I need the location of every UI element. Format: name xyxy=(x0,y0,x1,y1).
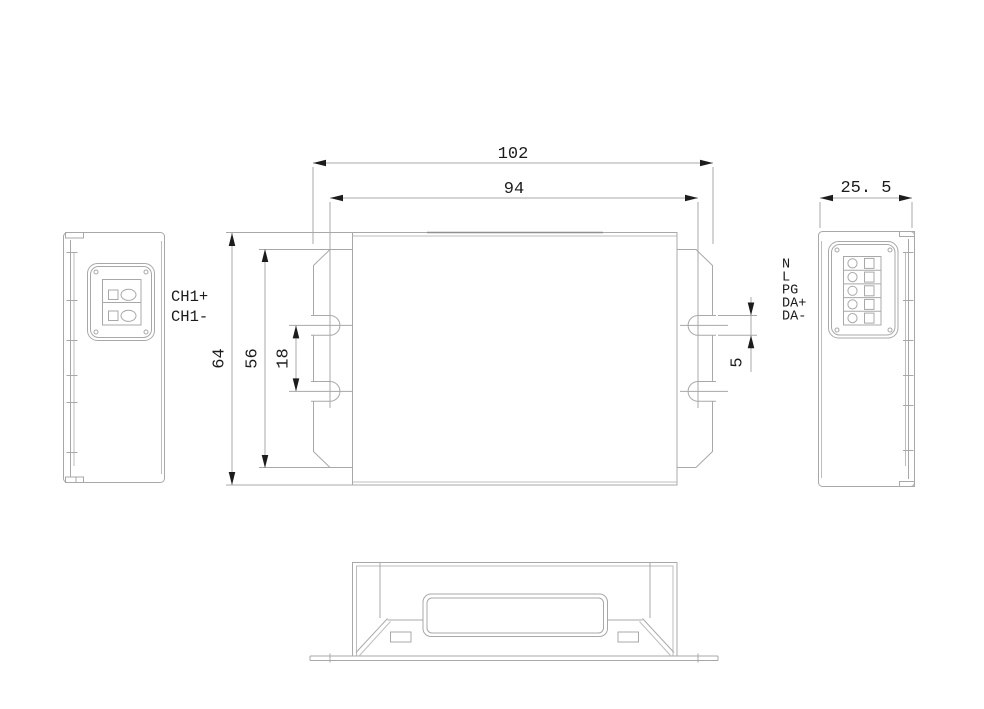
annotations: 102 94 64 56 18 5 25. 5 CH1+ CH1- N L PG… xyxy=(171,145,892,369)
terminal-hole xyxy=(847,299,858,310)
top-mount-tab xyxy=(65,232,84,239)
terminal-slot xyxy=(864,257,875,269)
top-view-body xyxy=(352,232,678,486)
terminal-hole xyxy=(847,313,858,324)
dim-overall-height: 64 xyxy=(211,348,230,368)
terminal-slot xyxy=(108,310,119,321)
dim-slot-width: 5 xyxy=(729,357,748,367)
bottom-mount-tab xyxy=(65,476,84,483)
mounting-flange xyxy=(309,653,719,663)
terminal-hole xyxy=(120,309,137,322)
case-seam xyxy=(66,240,78,477)
terminal-slot xyxy=(108,289,119,300)
right-side-view xyxy=(818,231,915,487)
dim-mounting-pitch: 94 xyxy=(504,180,524,199)
vent-cutout xyxy=(390,631,412,643)
dimension-lines xyxy=(226,162,913,486)
terminal-slot xyxy=(864,312,875,324)
left-end-plate xyxy=(313,249,353,468)
case-seam xyxy=(903,239,914,479)
dim-overall-length: 102 xyxy=(498,145,529,164)
terminal-hole xyxy=(847,285,858,296)
label-terminal-l: L xyxy=(782,271,790,286)
corner-chamfers xyxy=(355,618,675,656)
dim-end-plate-height: 56 xyxy=(244,348,263,368)
mounting-slots xyxy=(311,315,716,402)
label-terminal-n: N xyxy=(782,258,790,273)
dimension-arrowheads xyxy=(228,159,912,485)
right-end-plate xyxy=(677,249,713,468)
right-view-outline xyxy=(818,231,915,487)
terminal-hole xyxy=(847,272,858,283)
terminal-slot xyxy=(864,285,875,297)
dim-depth: 25. 5 xyxy=(840,179,891,198)
terminal-slot xyxy=(864,298,875,310)
dim-slot-spacing: 18 xyxy=(275,348,294,368)
top-mount-tab xyxy=(899,231,915,237)
label-ch1-minus: CH1- xyxy=(171,308,208,326)
bottom-mount-tab xyxy=(899,481,915,487)
label-terminal-da-plus: DA+ xyxy=(782,297,806,312)
slot-centerlines xyxy=(289,324,728,392)
vent-cutout xyxy=(617,631,639,643)
left-side-view xyxy=(63,232,165,483)
label-ch1-plus: CH1+ xyxy=(171,288,208,306)
label-recess xyxy=(422,593,608,637)
output-connector xyxy=(87,263,155,341)
terminal-hole xyxy=(120,288,137,301)
left-view-outline xyxy=(63,232,165,483)
label-terminal-pg: PG xyxy=(782,284,798,299)
terminal-hole xyxy=(847,258,858,269)
top-view xyxy=(289,231,728,486)
input-connector xyxy=(828,241,899,339)
front-view xyxy=(309,562,719,663)
terminal-slot xyxy=(864,271,875,283)
label-terminal-da-minus: DA- xyxy=(782,310,806,325)
